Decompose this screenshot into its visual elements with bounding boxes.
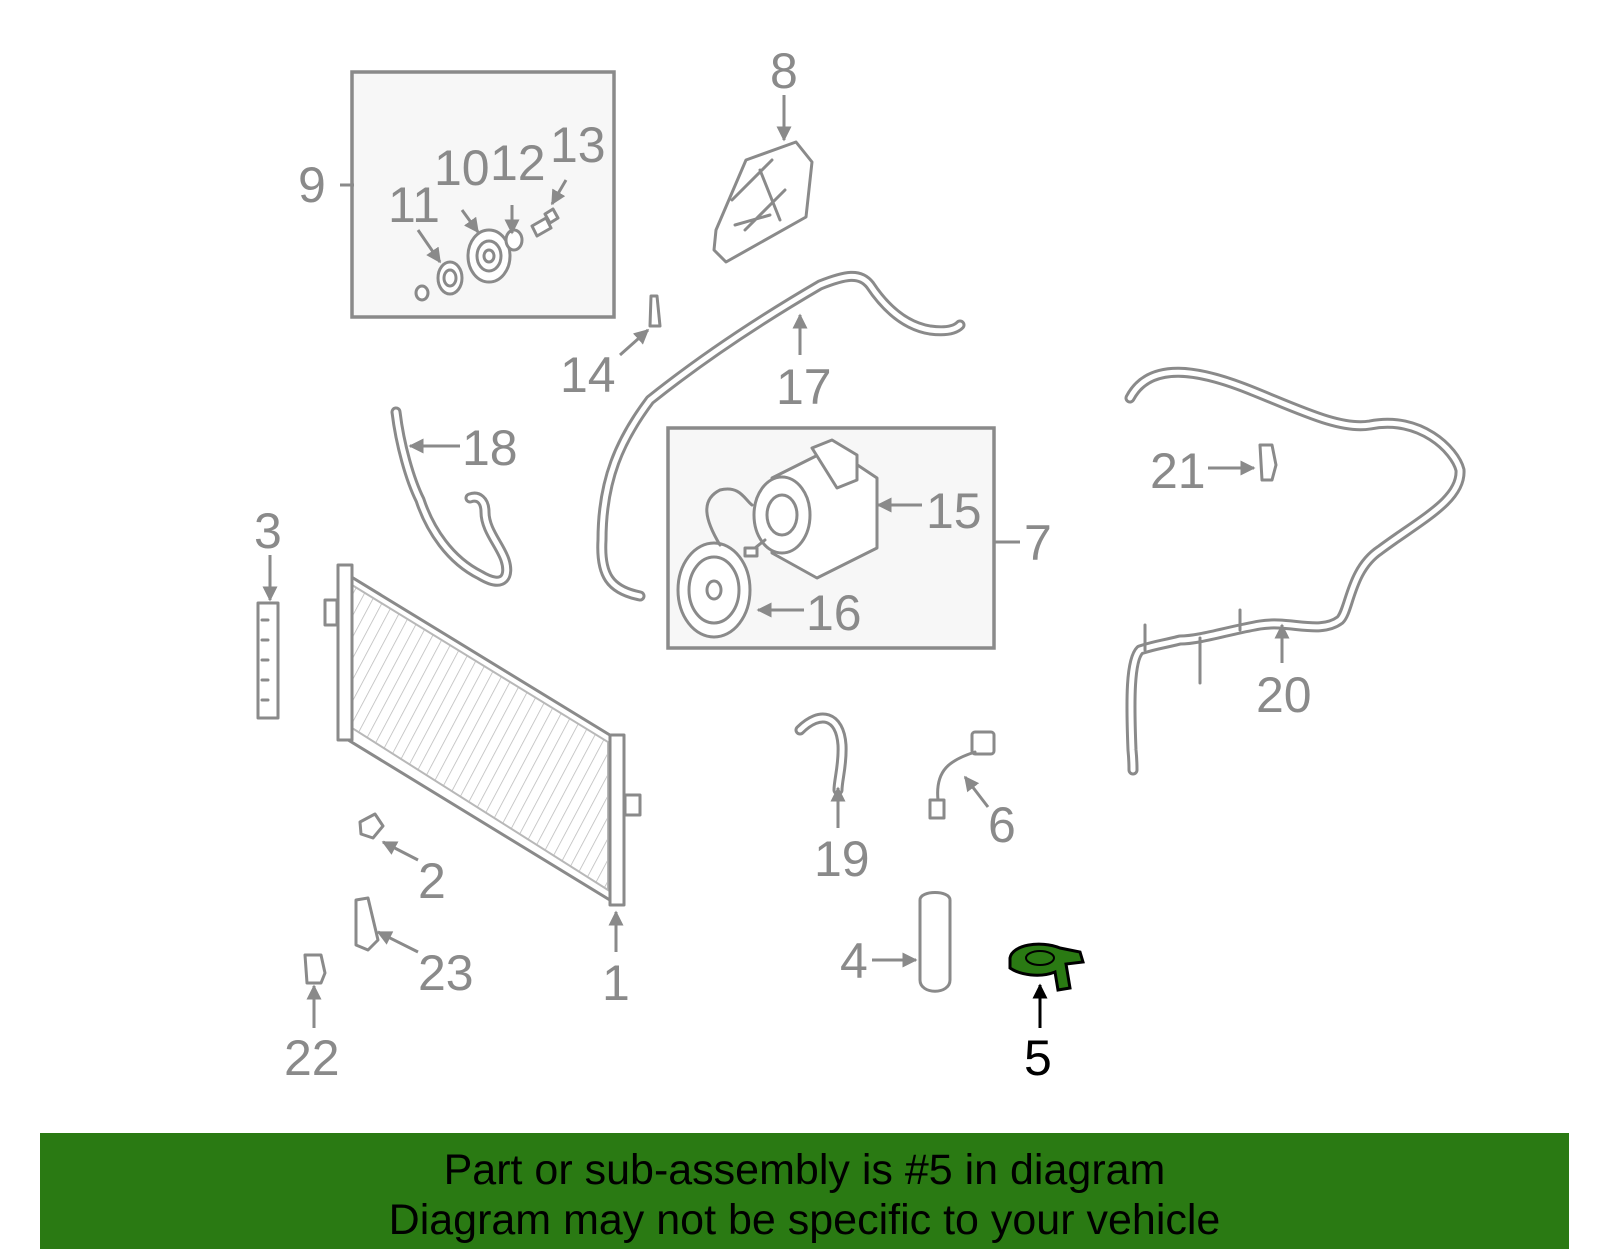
small-parts <box>303 294 1278 993</box>
callout-20: 20 <box>1256 667 1312 723</box>
clutch-kit-parts <box>414 207 560 302</box>
banner-line-2: Diagram may not be specific to your vehi… <box>388 1196 1221 1244</box>
callout-11: 11 <box>388 177 440 233</box>
callout-21: 21 <box>1150 443 1206 499</box>
callout-8: 8 <box>770 43 798 99</box>
part-2 <box>358 812 385 840</box>
callout-9: 9 <box>298 157 326 213</box>
part-5-highlighted <box>1008 942 1085 992</box>
callout-1: 1 <box>602 955 630 1011</box>
hose-19 <box>794 712 848 796</box>
callout-12: 12 <box>490 135 546 191</box>
callout-7: 7 <box>1024 515 1052 571</box>
drier-3 <box>256 601 280 720</box>
callout-3: 3 <box>254 503 282 559</box>
part-4 <box>918 891 952 993</box>
hose-17 <box>596 270 966 602</box>
callout-14: 14 <box>560 347 616 403</box>
info-banner: Part or sub-assembly is #5 in diagram Di… <box>40 1133 1569 1249</box>
callout-10: 10 <box>434 140 490 196</box>
callout-18: 18 <box>462 420 518 476</box>
banner-line-1: Part or sub-assembly is #5 in diagram <box>443 1146 1166 1194</box>
compressor-parts <box>676 438 879 639</box>
part-21 <box>1258 443 1278 482</box>
callout-19: 19 <box>814 831 870 887</box>
callout-5: 5 <box>1024 1030 1052 1086</box>
callout-16: 16 <box>806 585 862 641</box>
part-14 <box>648 294 662 328</box>
callout-2: 2 <box>418 853 446 909</box>
callout-labels: 1 2 3 4 5 6 7 8 9 10 11 12 13 14 15 16 1… <box>254 43 1312 1086</box>
compressor-bracket <box>712 140 814 264</box>
leader-lines <box>262 95 1290 1028</box>
hose-20 <box>1124 366 1466 776</box>
hose-18 <box>390 406 513 587</box>
callout-6: 6 <box>988 797 1016 853</box>
callout-22: 22 <box>284 1030 340 1086</box>
callout-17: 17 <box>776 359 832 415</box>
part-23 <box>354 896 380 952</box>
callout-4: 4 <box>840 933 868 989</box>
condenser-1 <box>323 563 642 907</box>
callout-13: 13 <box>550 117 606 173</box>
part-22 <box>303 953 327 985</box>
pressure-switch-6 <box>928 730 996 820</box>
callout-23: 23 <box>418 945 474 1001</box>
callout-15: 15 <box>926 483 982 539</box>
